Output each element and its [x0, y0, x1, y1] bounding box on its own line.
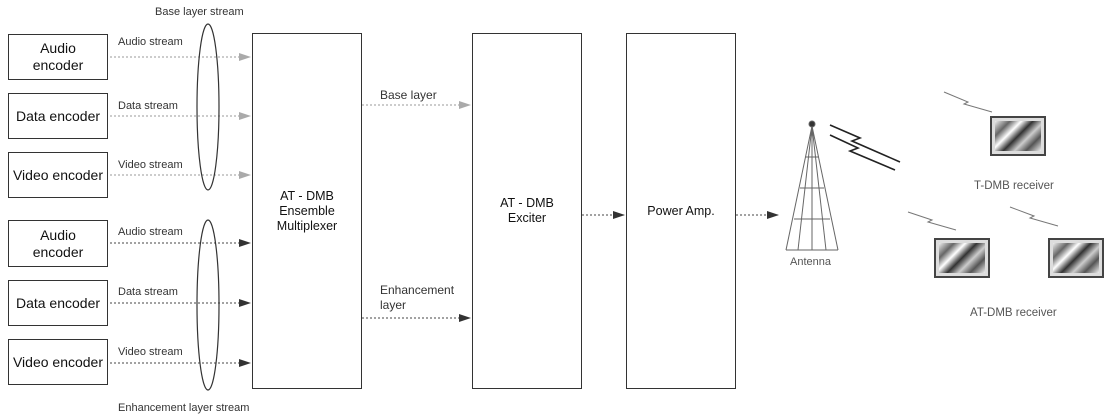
enh-stream-ellipse [197, 220, 219, 390]
enh-data-encoder: Data encoder [8, 280, 108, 326]
base-audio-stream-label: Audio stream [118, 36, 183, 48]
base-stream-ellipse [197, 24, 219, 190]
at-dmb-receiver-label: AT-DMB receiver [970, 307, 1057, 319]
enh-audio-encoder: Audio encoder [8, 220, 108, 267]
at-dmb-receiver-icon-1 [934, 238, 990, 278]
base-audio-encoder: Audio encoder [8, 34, 108, 80]
at-dmb-receiver-icon-2 [1048, 238, 1104, 278]
antenna-icon [786, 121, 838, 250]
base-data-encoder: Data encoder [8, 93, 108, 139]
enh-data-stream-label: Data stream [118, 286, 178, 298]
enh-audio-stream-label: Audio stream [118, 226, 183, 238]
base-data-stream-label: Data stream [118, 100, 178, 112]
enhancement-layer-stream-label: Enhancement layer stream [118, 402, 249, 414]
power-amp-block: Power Amp. [626, 33, 736, 389]
t-dmb-receiver-icon [990, 116, 1046, 156]
base-layer-stream-label: Base layer stream [155, 6, 244, 18]
base-video-encoder: Video encoder [8, 152, 108, 198]
signal-lightning-icon [830, 125, 900, 170]
base-video-stream-label: Video stream [118, 159, 183, 171]
ensemble-multiplexer-block: AT - DMB Ensemble Multiplexer [252, 33, 362, 389]
enh-video-encoder: Video encoder [8, 339, 108, 385]
enh-video-stream-label: Video stream [118, 346, 183, 358]
antenna-label: Antenna [790, 256, 831, 268]
enhancement-layer-label: Enhancement layer [380, 283, 454, 313]
t-dmb-receiver-label: T-DMB receiver [974, 180, 1054, 192]
base-layer-label: Base layer [380, 88, 437, 102]
exciter-block: AT - DMB Exciter [472, 33, 582, 389]
signal-lines [908, 92, 1058, 230]
